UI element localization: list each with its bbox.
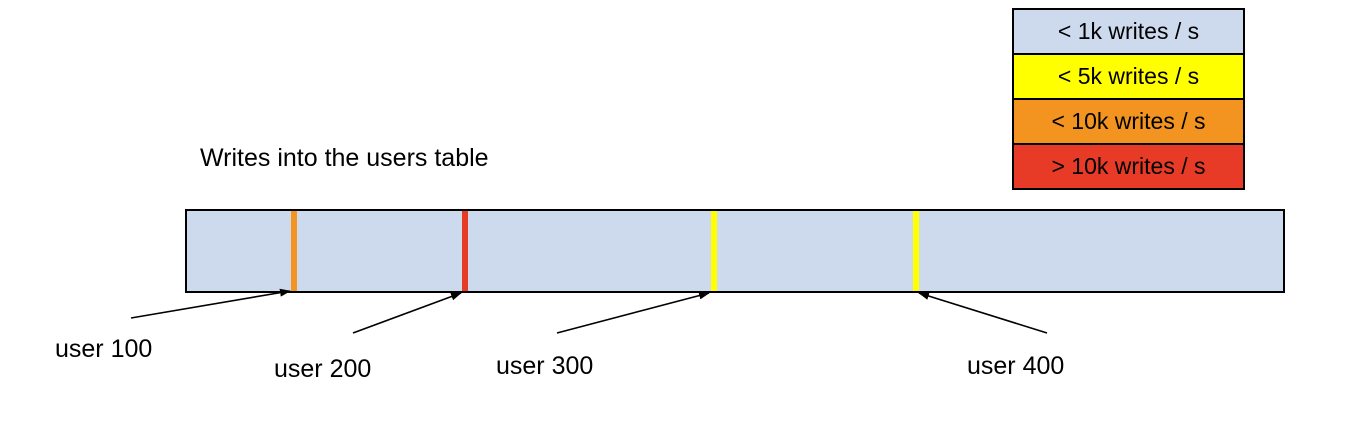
legend-label-gt-10k: > 10k writes / s: [1051, 153, 1206, 179]
arrow-user-300: [556, 291, 710, 334]
hotspot-stripe-user-100: [291, 211, 297, 291]
arrow-user-200: [352, 292, 462, 334]
diagram-title: Writes into the users table: [200, 144, 489, 172]
arrow-user-400: [918, 292, 1048, 334]
legend-row-lt-1k: < 1k writes / s: [1012, 8, 1245, 55]
legend-row-lt-10k: < 10k writes / s: [1012, 98, 1245, 145]
hotspot-stripe-user-400: [913, 211, 919, 291]
legend-label-lt-5k: < 5k writes / s: [1057, 63, 1200, 89]
hotspot-stripe-user-200: [462, 211, 468, 291]
label-user-300: user 300: [496, 352, 594, 380]
label-user-200: user 200: [274, 355, 372, 383]
legend: < 1k writes / s < 5k writes / s < 10k wr…: [1012, 8, 1245, 190]
users-table-bar: [185, 209, 1285, 293]
legend-label-lt-1k: < 1k writes / s: [1057, 18, 1200, 44]
legend-row-lt-5k: < 5k writes / s: [1012, 53, 1245, 100]
arrow-user-100: [130, 288, 291, 319]
hotspot-stripe-user-300: [711, 211, 717, 291]
label-user-100: user 100: [55, 335, 153, 363]
legend-row-gt-10k: > 10k writes / s: [1012, 143, 1245, 190]
legend-label-lt-10k: < 10k writes / s: [1051, 108, 1206, 134]
label-user-400: user 400: [967, 352, 1065, 380]
